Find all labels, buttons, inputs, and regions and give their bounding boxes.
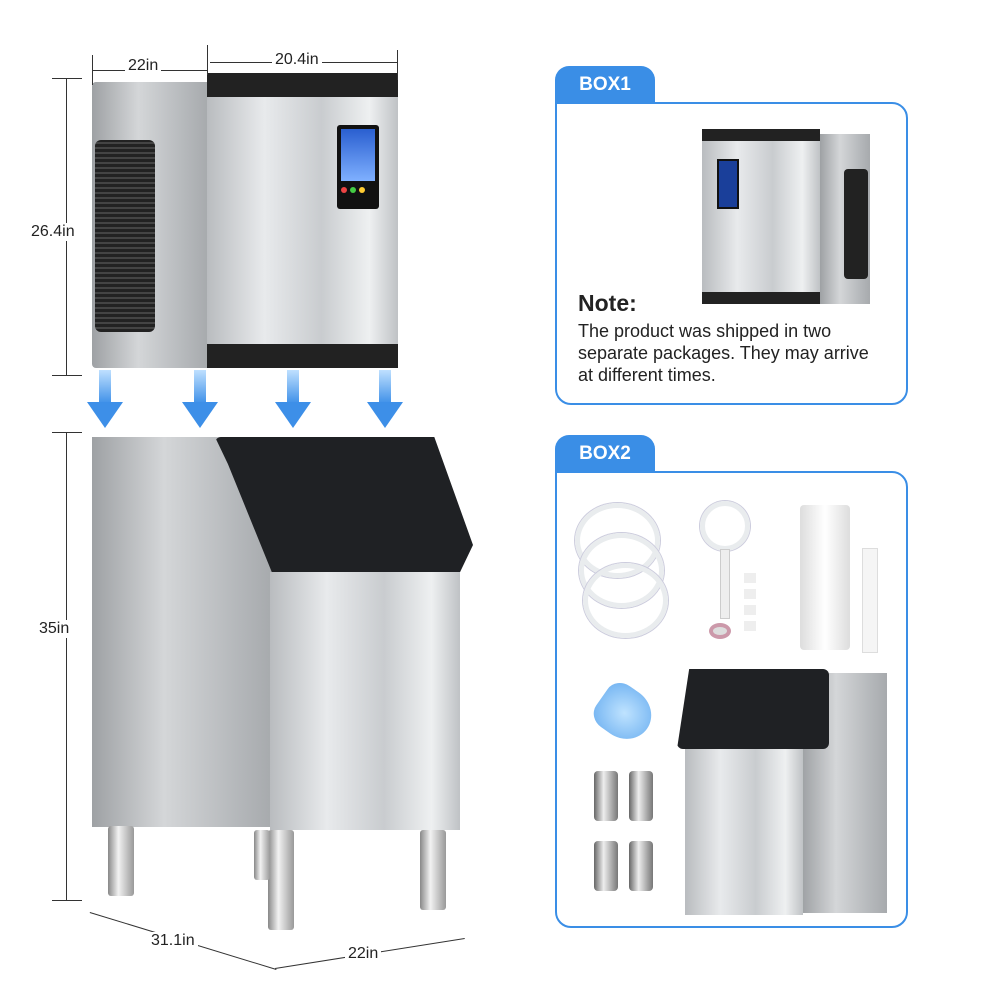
- ice-scoop-icon: [587, 676, 662, 750]
- ice-maker-front: [207, 73, 398, 368]
- bin-height-label: 35in: [36, 620, 73, 638]
- box1-tab: BOX1: [555, 66, 655, 104]
- filter-wrench-icon: [700, 501, 750, 551]
- down-arrow-icon: [275, 370, 311, 430]
- box2-tab: BOX2: [555, 435, 655, 473]
- note-text: The product was shipped in two separate …: [578, 321, 869, 385]
- teflon-tape-icon: [709, 623, 731, 639]
- water-filter-icon: [800, 505, 850, 650]
- bottom-trim: [207, 344, 398, 368]
- leveling-foot-icon: [594, 771, 618, 821]
- box2-panel: [555, 471, 908, 928]
- box1-ice-maker-image: [702, 129, 820, 304]
- down-arrow-icon: [367, 370, 403, 430]
- bin-side: [92, 437, 272, 827]
- side-vent: [95, 140, 155, 332]
- bin-front: [270, 572, 460, 830]
- leg: [268, 830, 294, 930]
- bin-depth-label: 31.1in: [148, 932, 198, 950]
- top-width-label: 20.4in: [272, 51, 322, 69]
- fittings-icon: [744, 573, 756, 633]
- note-title: Note:: [578, 290, 637, 316]
- down-arrow-icon: [182, 370, 218, 430]
- filter-cartridge-icon: [862, 548, 878, 653]
- leg: [254, 830, 270, 880]
- box1-panel: Note: The product was shipped in two sep…: [555, 102, 908, 405]
- leg: [420, 830, 446, 910]
- control-panel[interactable]: [337, 125, 379, 209]
- top-depth-label: 22in: [125, 57, 162, 75]
- top-height-label: 26.4in: [28, 223, 78, 241]
- down-arrow-icon: [87, 370, 123, 430]
- leg: [108, 826, 134, 896]
- bin-width-label: 22in: [345, 945, 382, 963]
- top-trim: [207, 73, 398, 97]
